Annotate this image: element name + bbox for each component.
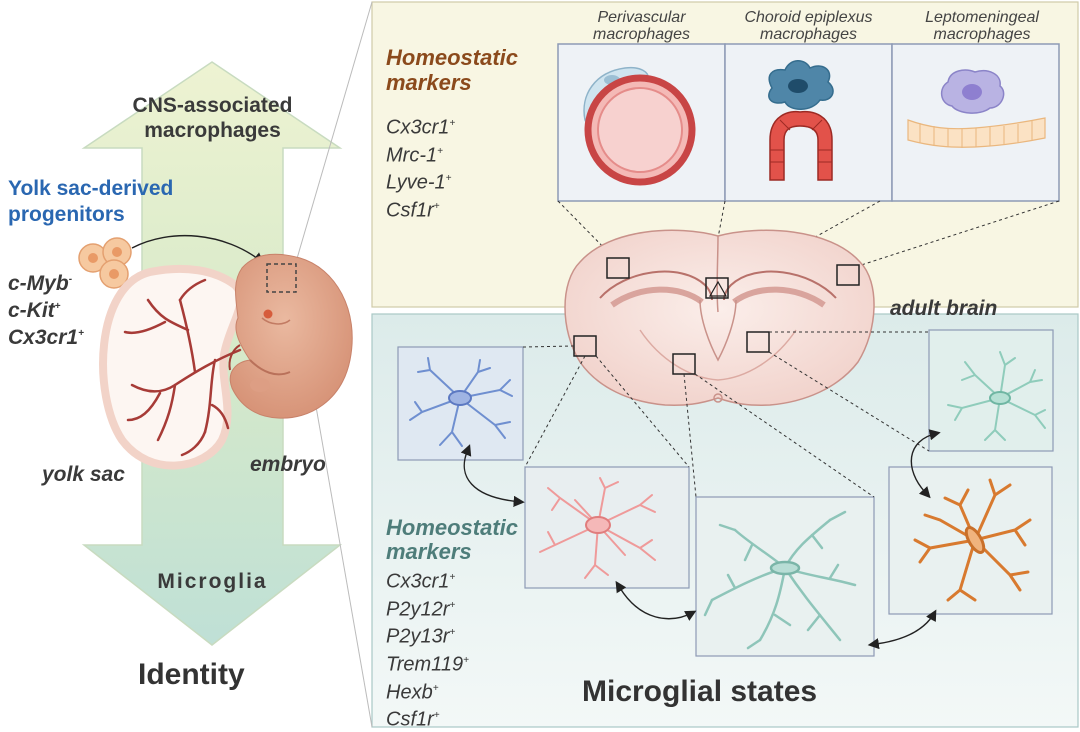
top-homeostatic-title-2: markers	[386, 70, 472, 95]
bottom-marker: P2y13r+	[386, 625, 456, 648]
embryo-icon	[228, 253, 353, 419]
perivascular-macrophage-icon	[583, 66, 696, 186]
yolk-marker: Cx3cr1+	[8, 326, 84, 349]
top-marker: Cx3cr1+	[386, 116, 456, 139]
progenitor-cells-icon	[78, 237, 132, 289]
bottom-homeostatic-title-2: markers	[386, 539, 472, 564]
arrow-top-label-2: macrophages	[144, 119, 281, 142]
microglia-blue-icon	[409, 357, 513, 447]
top-marker: Mrc-1+	[386, 144, 443, 167]
leptomeningeal-title-2: macrophages	[933, 26, 1031, 43]
choroid-macrophage-icon	[768, 60, 834, 181]
bottom-marker: Csf1r+	[386, 708, 440, 731]
top-marker: Csf1r+	[386, 199, 440, 222]
bottom-marker: P2y12r+	[386, 598, 456, 621]
yolk-marker: c-Myb-	[8, 272, 73, 295]
top-marker-list: Cx3cr1+ Mrc-1+ Lyve-1+ Csf1r+	[386, 112, 455, 223]
bottom-homeostatic-title-1: Homeostatic	[386, 515, 519, 540]
top-marker: Lyve-1+	[386, 171, 452, 194]
embryo-label: embryo	[250, 453, 326, 476]
arrow-top-label-1: CNS-associated	[132, 94, 293, 117]
adult-brain-icon	[564, 229, 875, 406]
perivascular-title-2: macrophages	[593, 26, 690, 43]
bottom-marker: Cx3cr1+	[386, 570, 456, 593]
bottom-marker-list: Cx3cr1+ P2y12r+ P2y13r+ Trem119+ Hexb+ C…	[386, 566, 469, 732]
yolk-sac-icon	[99, 264, 245, 470]
perivascular-title-1: Perivascular	[597, 9, 686, 26]
yolk-marker-list: c-Myb- c-Kit+ Cx3cr1+	[8, 268, 84, 349]
yolk-title-2: progenitors	[8, 203, 125, 226]
yolk-title-1: Yolk sac-derived	[8, 177, 174, 200]
arrow-bottom-label: Microglia	[157, 570, 268, 593]
leptomeningeal-macrophage-icon	[907, 69, 1046, 148]
leptomeningeal-title-1: Leptomeningeal	[925, 9, 1039, 26]
choroid-title-1: Choroid epiplexus	[744, 9, 873, 26]
bottom-marker: Hexb+	[386, 681, 439, 704]
microglia-box-green	[695, 496, 875, 657]
microglia-pink-icon	[539, 477, 656, 579]
adult-brain-label: adult brain	[890, 297, 998, 320]
top-homeostatic-title-1: Homeostatic	[386, 45, 519, 70]
microglia-green-icon	[703, 510, 857, 650]
microglia-orange-icon	[913, 478, 1032, 602]
yolk-marker: c-Kit+	[8, 299, 61, 322]
bottom-marker: Trem119+	[386, 653, 469, 676]
choroid-title-2: macrophages	[760, 26, 857, 43]
yolk-sac-label: yolk sac	[42, 463, 125, 486]
migration-arrow	[131, 234, 265, 264]
microglial-states-label: Microglial states	[582, 675, 818, 708]
microglia-teal-icon	[947, 351, 1046, 441]
identity-label: Identity	[138, 658, 245, 691]
